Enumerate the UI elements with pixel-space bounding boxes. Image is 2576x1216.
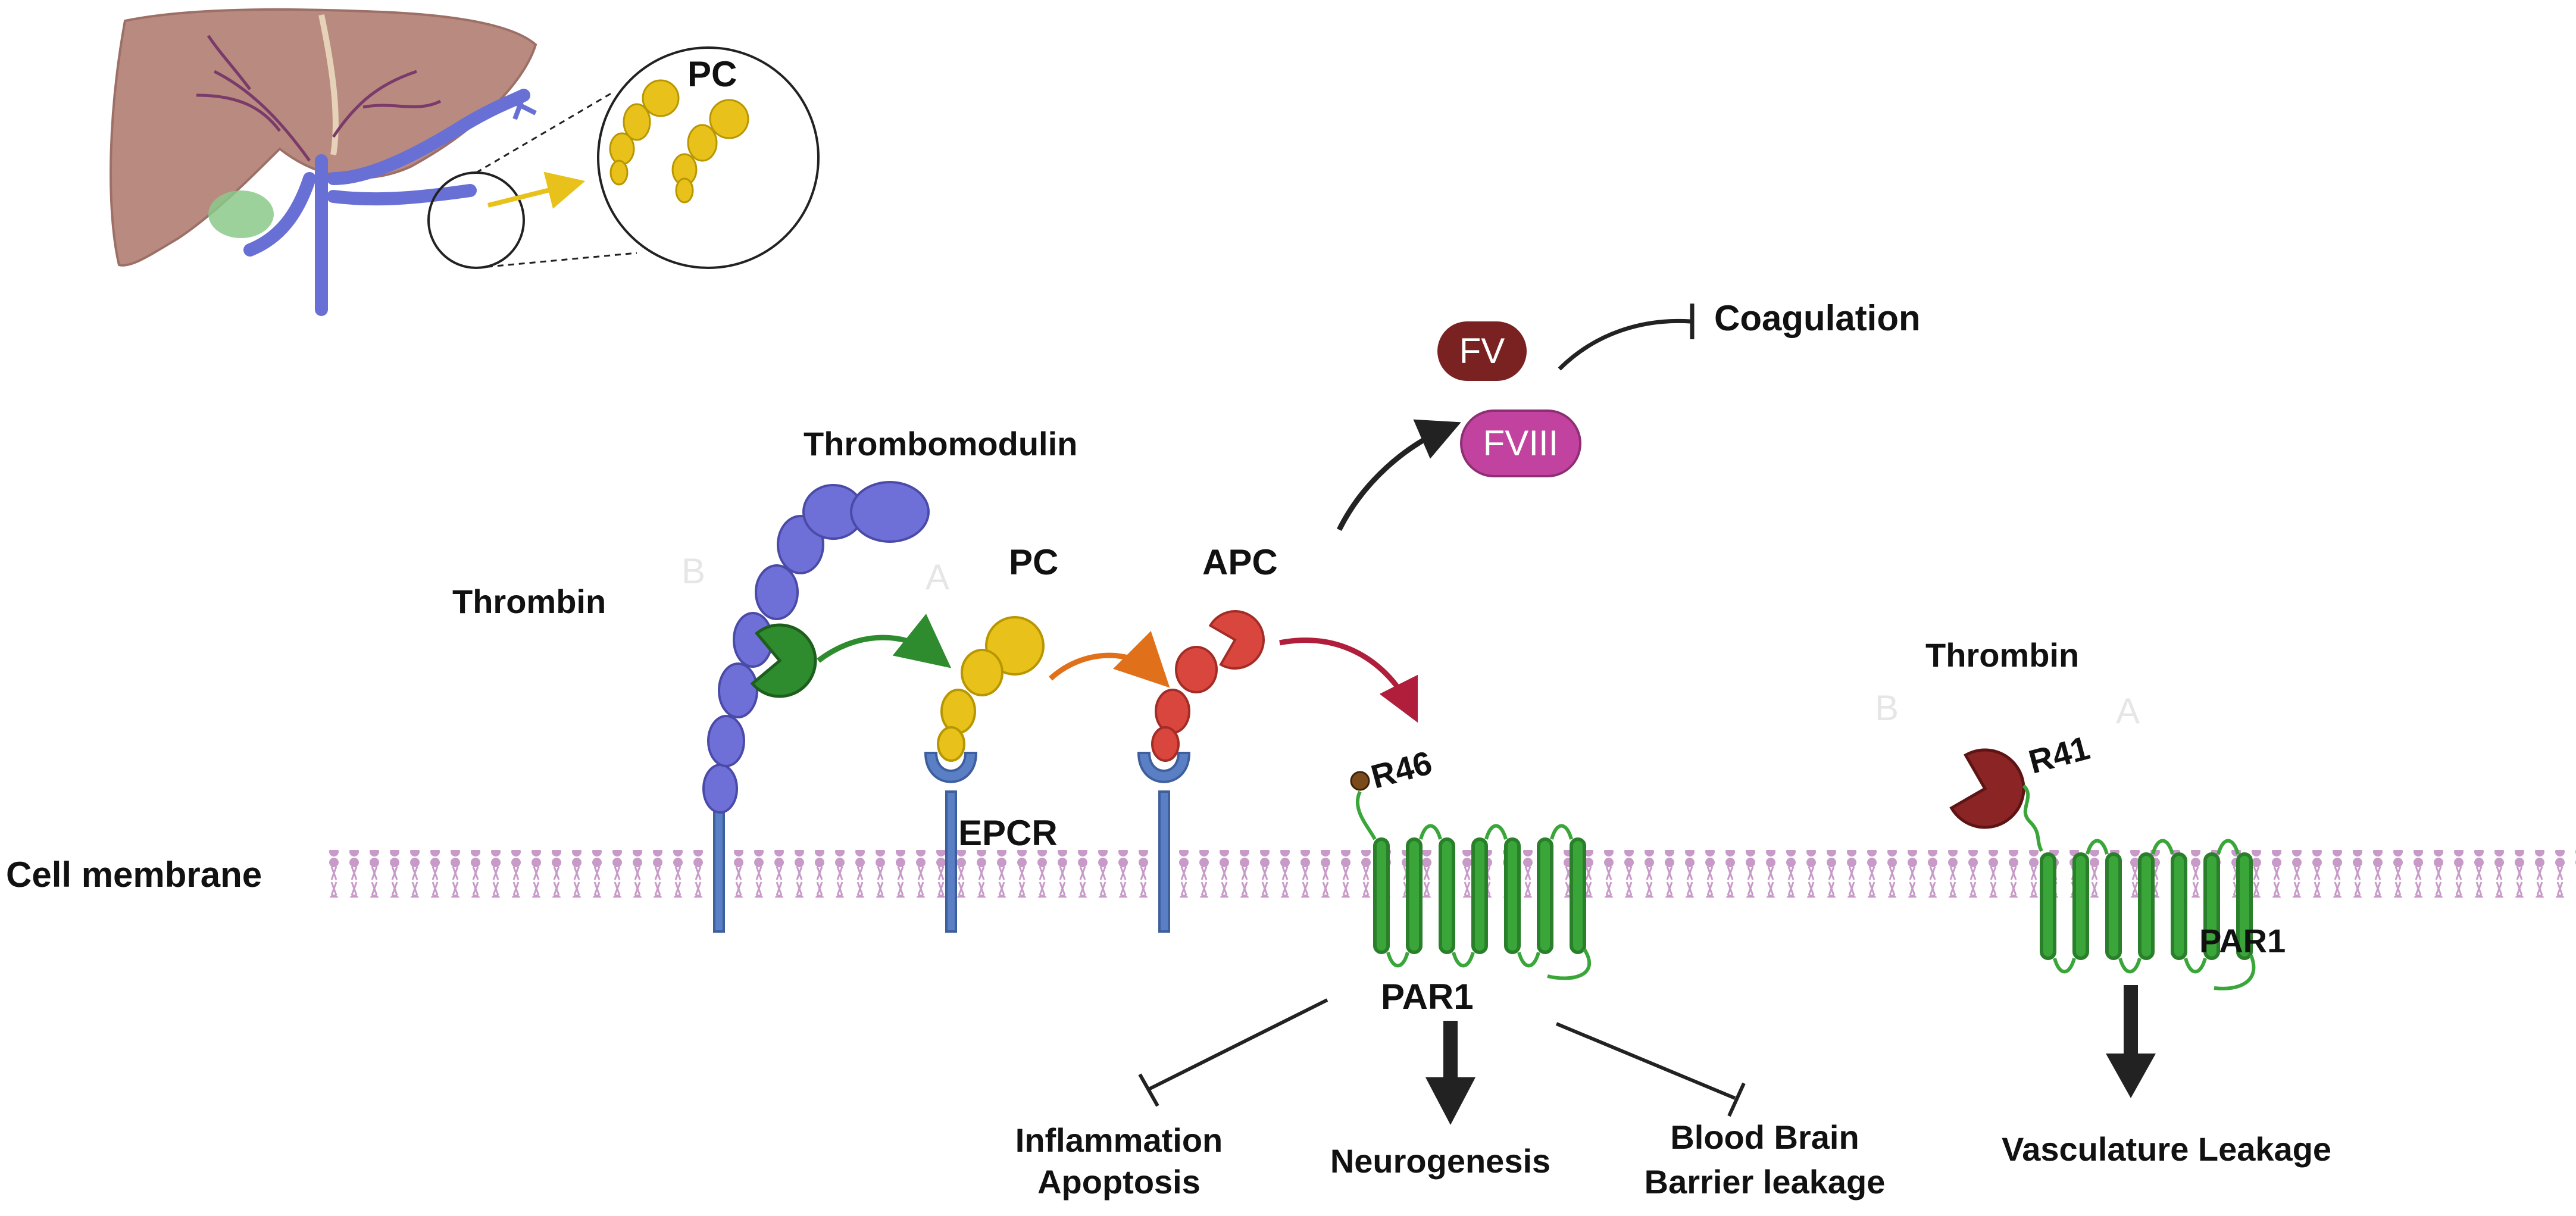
outcome-neurogenesis-label: Neurogenesis bbox=[1330, 1142, 1550, 1180]
activation-arrow-head-icon bbox=[2106, 1054, 2156, 1098]
inhibition-bar-icon bbox=[1558, 318, 1691, 371]
inhibition-bar-icon bbox=[1727, 1082, 1746, 1117]
pc-label: PC bbox=[1009, 542, 1058, 582]
activation-arrow-icon bbox=[1336, 419, 1461, 532]
inhibition-bar-icon bbox=[1138, 1073, 1159, 1107]
fv-label: FV bbox=[1459, 331, 1505, 371]
cell-membrane-label: Cell membrane bbox=[6, 855, 262, 895]
activation-arrow-icon bbox=[2124, 985, 2138, 1056]
r41-label: R41 bbox=[2025, 729, 2094, 780]
zoom-arrow-icon bbox=[487, 171, 586, 209]
epcr-label: EPCR bbox=[958, 813, 1058, 853]
zoom-line-icon bbox=[476, 252, 637, 269]
par1-right-label: PAR1 bbox=[2199, 922, 2286, 959]
receptor-icon bbox=[1355, 790, 1592, 980]
faint-b-left: B bbox=[681, 551, 705, 591]
thrombin-bound-icon bbox=[750, 623, 817, 698]
coagulation-label: Coagulation bbox=[1714, 298, 1921, 338]
faint-a-right: A bbox=[2116, 691, 2140, 731]
protein-c-icon bbox=[937, 616, 1045, 762]
outcome-bbb-label-1: Blood Brain bbox=[1670, 1118, 1859, 1156]
thrombin-right-label: Thrombin bbox=[1925, 636, 2079, 674]
thrombomodulin-label: Thrombomodulin bbox=[804, 425, 1077, 462]
epcr-icon bbox=[1137, 752, 1191, 933]
fviii-icon bbox=[1460, 409, 1581, 477]
faint-b-right: B bbox=[1875, 688, 1899, 728]
thrombin-right-icon bbox=[1949, 748, 2025, 829]
outcome-inflammation-label: Inflammation bbox=[1015, 1121, 1223, 1159]
fviii-label: FVIII bbox=[1483, 423, 1559, 463]
fv-icon bbox=[1437, 321, 1527, 381]
zoom-line-icon bbox=[476, 91, 614, 174]
activation-arrow-icon bbox=[1443, 1021, 1458, 1080]
apc-label: APC bbox=[1202, 542, 1278, 582]
outcome-vasculature-label: Vasculature Leakage bbox=[2002, 1130, 2331, 1168]
activation-arrow-icon bbox=[817, 614, 952, 668]
activation-arrow-icon bbox=[1048, 631, 1170, 688]
zoom-circle-icon bbox=[597, 46, 820, 269]
inhibition-line-icon bbox=[1148, 998, 1328, 1091]
inhibition-line-icon bbox=[1555, 1022, 1736, 1100]
thrombin-left-label: Thrombin bbox=[452, 583, 606, 620]
receptor-icon bbox=[2022, 784, 2256, 990]
liver-icon bbox=[110, 8, 537, 316]
activation-arrow-icon bbox=[1279, 637, 1418, 723]
par1-center-label: PAR1 bbox=[1381, 977, 1474, 1017]
outcome-apoptosis-label: Apoptosis bbox=[1037, 1163, 1201, 1201]
outcome-bbb-label-2: Barrier leakage bbox=[1645, 1163, 1886, 1201]
activation-arrow-head-icon bbox=[1425, 1077, 1475, 1125]
r46-site-icon bbox=[1350, 771, 1370, 791]
epcr-icon bbox=[924, 752, 978, 933]
thrombomodulin-icon bbox=[702, 481, 930, 933]
pc-inset-label: PC bbox=[687, 54, 737, 94]
source-circle-icon bbox=[427, 171, 525, 269]
apc-icon bbox=[1151, 610, 1265, 762]
faint-a-left: A bbox=[926, 557, 949, 597]
r46-label: R46 bbox=[1367, 743, 1436, 795]
